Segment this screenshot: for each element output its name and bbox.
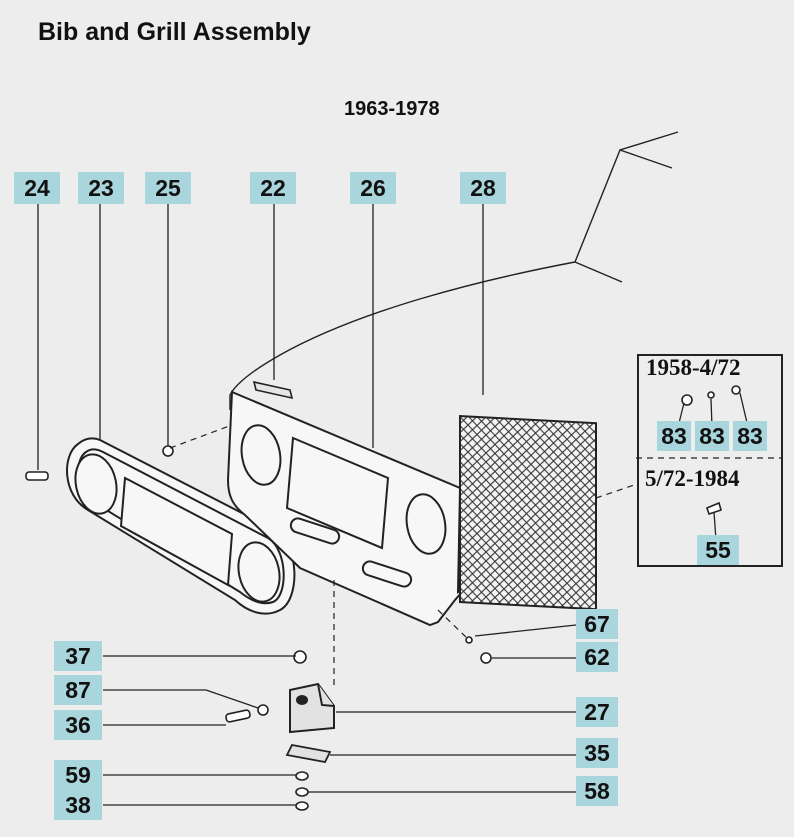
diagram-title: Bib and Grill Assembly: [38, 18, 311, 46]
callout-26[interactable]: 26: [350, 172, 396, 204]
dashed-assembly-lines: [169, 424, 783, 690]
callout-24[interactable]: 24: [14, 172, 60, 204]
callout-22[interactable]: 22: [250, 172, 296, 204]
leader-lines: [37, 204, 749, 806]
callout-36[interactable]: 36: [54, 710, 102, 740]
callout-55[interactable]: 55: [697, 535, 739, 565]
inset-range-lower: 5/72-1984: [645, 466, 740, 491]
inset-range-upper: 1958-4/72: [646, 355, 741, 380]
part-28-mesh-screen: [459, 415, 597, 611]
callout-27[interactable]: 27: [576, 697, 618, 727]
callout-38[interactable]: 38: [54, 790, 102, 820]
callout-87[interactable]: 87: [54, 675, 102, 705]
callout-83-c[interactable]: 83: [733, 421, 767, 451]
callout-28[interactable]: 28: [460, 172, 506, 204]
hardware-parts: [25, 385, 741, 811]
callout-62[interactable]: 62: [576, 642, 618, 672]
part-22-bracket: [252, 380, 294, 400]
callout-83-b[interactable]: 83: [695, 421, 729, 451]
callout-37[interactable]: 37: [54, 641, 102, 671]
callout-67[interactable]: 67: [576, 609, 618, 639]
inset-year-variants: [637, 354, 783, 567]
callout-59[interactable]: 59: [54, 760, 102, 790]
part-27-mount: [289, 682, 335, 734]
callout-83-a[interactable]: 83: [657, 421, 691, 451]
callout-23[interactable]: 23: [78, 172, 124, 204]
vehicle-outline: [229, 131, 679, 410]
callout-58[interactable]: 58: [576, 776, 618, 806]
year-range-label: 1963-1978: [344, 98, 440, 120]
part-35-plate: [285, 743, 332, 764]
callout-35[interactable]: 35: [576, 738, 618, 768]
callout-25[interactable]: 25: [145, 172, 191, 204]
part-23-bib-panel: [66, 437, 296, 615]
